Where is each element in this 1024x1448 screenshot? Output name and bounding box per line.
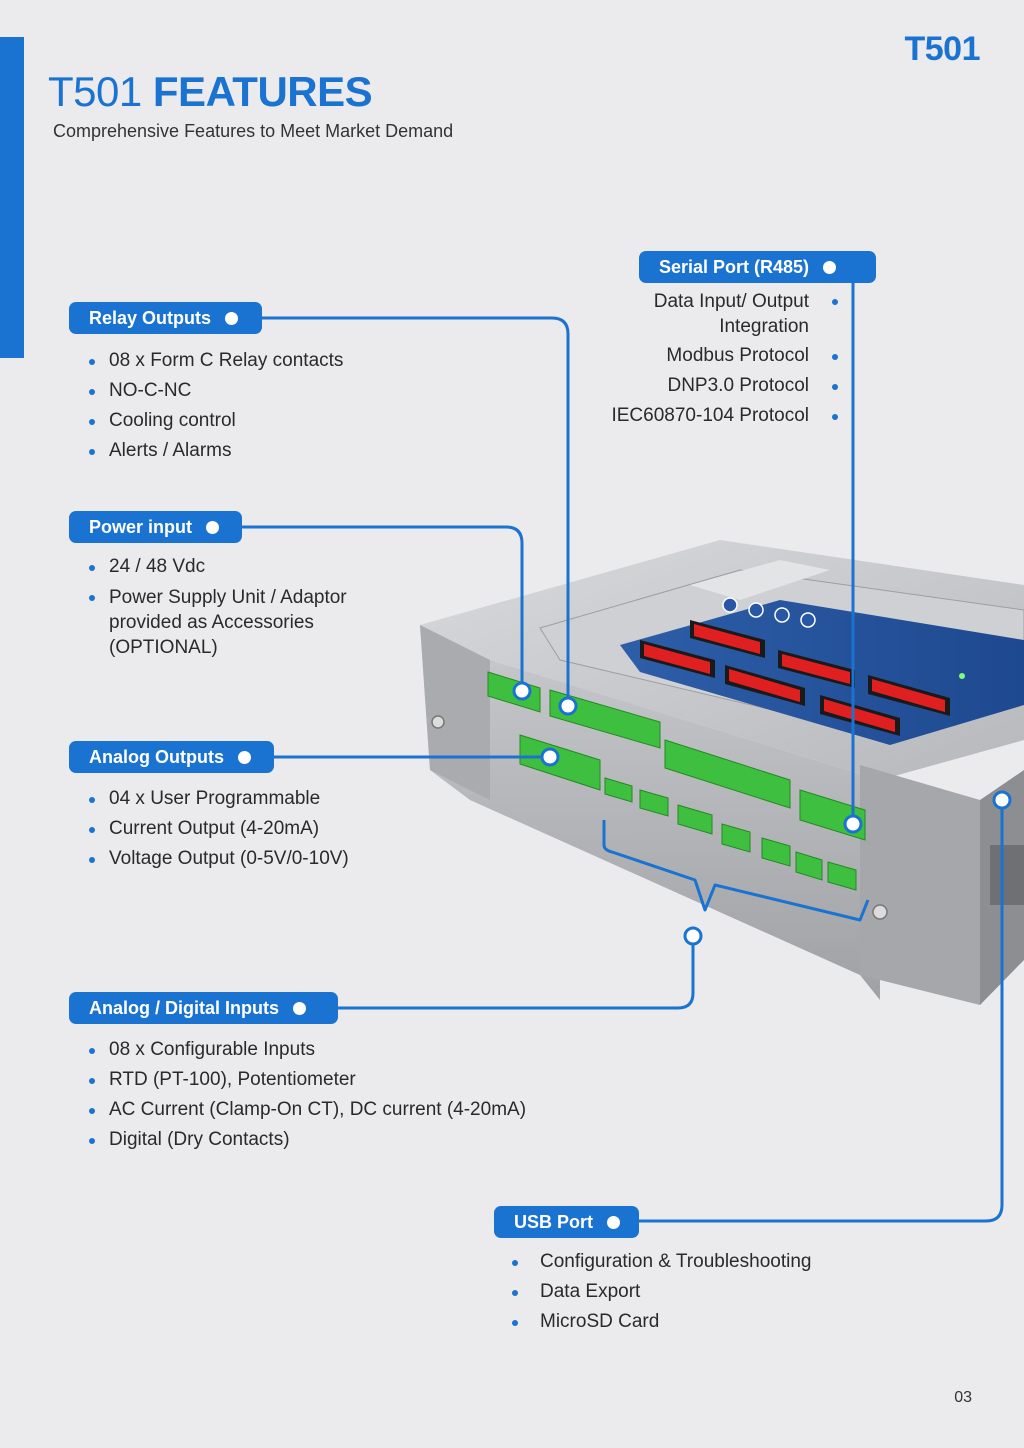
list-item: NO-C-NC: [89, 376, 419, 406]
label-analog-outputs: Analog Outputs: [69, 741, 274, 773]
serial-port-list: Data Input/ Output Integration Modbus Pr…: [580, 286, 838, 431]
list-item: Power Supply Unit / Adaptor provided as …: [89, 585, 389, 660]
list-item: 24 / 48 Vdc: [89, 552, 389, 582]
label-power-input: Power input: [69, 511, 242, 543]
label-serial-port: Serial Port (R485): [639, 251, 876, 283]
list-item: MicroSD Card: [494, 1307, 914, 1337]
title-features: FEATURES: [152, 68, 373, 115]
list-item: Voltage Output (0-5V/0-10V): [89, 844, 419, 874]
list-item: AC Current (Clamp-On CT), DC current (4-…: [89, 1095, 609, 1125]
label-analog-outputs-text: Analog Outputs: [89, 746, 224, 767]
status-led: [959, 673, 965, 679]
device-display-segments: [644, 624, 945, 732]
label-usb-port-text: USB Port: [514, 1211, 594, 1232]
device-end-cap-right: [860, 765, 980, 1005]
list-item: Data Input/ Output Integration: [580, 289, 838, 339]
list-item: Cooling control: [89, 406, 419, 436]
pill-dot-icon: [225, 311, 239, 325]
label-usb-port: USB Port: [494, 1206, 639, 1238]
pill-dot-icon: [206, 520, 219, 534]
relay-outputs-list: 08 x Form C Relay contacts NO-C-NC Cooli…: [89, 346, 419, 466]
list-item: Alerts / Alarms: [89, 436, 419, 466]
pill-dot-icon: [237, 750, 251, 764]
list-item: Data Export: [494, 1277, 914, 1307]
list-item: Current Output (4-20mA): [89, 814, 419, 844]
connector-inputs: [338, 936, 695, 1010]
label-analog-digital-inputs: Analog / Digital Inputs: [69, 992, 338, 1024]
connector-power: [242, 525, 524, 691]
terminal-blocks: [487, 671, 866, 891]
device-upper-label: [690, 560, 830, 600]
connector-input-bracket: [602, 820, 870, 922]
usb-port-list: Configuration & Troubleshooting Data Exp…: [494, 1247, 914, 1337]
list-item: DNP3.0 Protocol: [580, 371, 838, 401]
title-model: T501: [48, 68, 142, 115]
analog-outputs-list: 04 x User Programmable Current Output (4…: [89, 784, 419, 874]
list-item: Digital (Dry Contacts): [89, 1125, 609, 1155]
list-item: Modbus Protocol: [580, 341, 838, 371]
pill-dot-icon: [293, 1001, 306, 1015]
mounting-screws: [431, 715, 888, 920]
marker-inputs: [683, 926, 703, 946]
marker-relay: [558, 696, 578, 716]
label-power-input-text: Power input: [89, 516, 192, 537]
list-item: Configuration & Troubleshooting: [494, 1247, 914, 1277]
usb-connector: [990, 845, 1024, 905]
pill-dot-icon: [607, 1215, 621, 1229]
page-subtitle: Comprehensive Features to Meet Market De…: [53, 121, 454, 141]
connector-relay: [262, 316, 570, 706]
device-front-face: [420, 625, 880, 1000]
inputs-list: 08 x Configurable Inputs RTD (PT-100), P…: [89, 1035, 609, 1155]
list-item: 08 x Form C Relay contacts: [89, 346, 419, 376]
marker-serial: [843, 814, 863, 834]
marker-analog-out: [540, 747, 560, 767]
connector-usb: [639, 800, 1004, 1223]
marker-power: [512, 681, 532, 701]
label-serial-port-text: Serial Port (R485): [659, 256, 810, 277]
list-item: IEC60870-104 Protocol: [580, 401, 838, 431]
power-input-list: 24 / 48 Vdc Power Supply Unit / Adaptor …: [89, 552, 389, 662]
marker-usb: [992, 790, 1012, 810]
side-accent-bar: [0, 37, 24, 358]
device-buttons: [722, 597, 816, 628]
pill-dot-icon: [823, 260, 837, 274]
label-relay-outputs: Relay Outputs: [69, 302, 262, 334]
page-title: T501 FEATURES: [48, 68, 373, 116]
label-relay-outputs-text: Relay Outputs: [89, 307, 212, 328]
list-item: 04 x User Programmable: [89, 784, 419, 814]
label-analog-digital-inputs-text: Analog / Digital Inputs: [89, 997, 279, 1018]
brand-tag: T501: [904, 30, 981, 68]
list-item: 08 x Configurable Inputs: [89, 1035, 609, 1065]
list-item: RTD (PT-100), Potentiometer: [89, 1065, 609, 1095]
page-number: 03: [954, 1389, 972, 1406]
